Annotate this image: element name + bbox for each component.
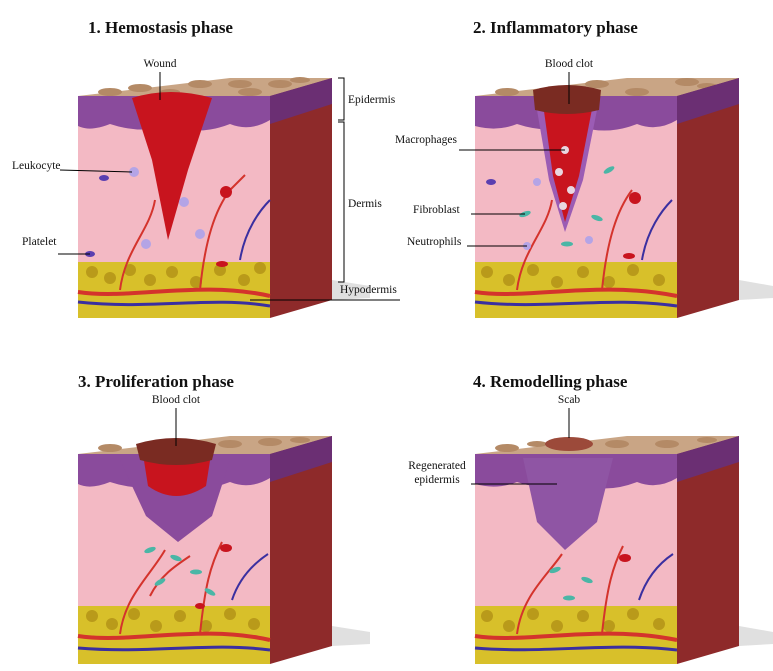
blood-clot	[533, 85, 601, 114]
label-platelet: Platelet	[22, 236, 57, 249]
label-epidermis: epidermis	[414, 474, 459, 487]
skin-block-illustration	[387, 0, 773, 335]
label-blood-clot: Blood clot	[545, 58, 593, 71]
label-wound: Wound	[144, 58, 177, 71]
label-dermis: Dermis	[348, 198, 382, 211]
panel-hemostasis: 1. Hemostasis phase	[0, 0, 386, 335]
panel-proliferation: 3. Proliferation phase	[0, 336, 386, 671]
panel-inflammatory: 2. Inflammatory phase	[387, 0, 773, 335]
label-fibroblast: Fibroblast	[413, 204, 460, 217]
label-neutrophils: Neutrophils	[407, 236, 461, 249]
panel-remodelling: 4. Remodelling phase	[387, 336, 773, 671]
red-blood-cell	[216, 261, 228, 267]
platelet-cell	[85, 251, 95, 257]
label-leukocyte: Leukocyte	[12, 160, 61, 173]
blood-clot	[136, 438, 216, 465]
scab	[545, 437, 593, 451]
cell-blue	[99, 175, 109, 181]
label-blood-clot: Blood clot	[152, 394, 200, 407]
skin-block-illustration	[387, 336, 773, 671]
label-regenerated: Regenerated	[408, 460, 465, 473]
label-scab: Scab	[558, 394, 580, 407]
red-blood-cell	[220, 186, 232, 198]
label-macrophages: Macrophages	[395, 134, 457, 147]
skin-block-illustration	[0, 336, 386, 671]
